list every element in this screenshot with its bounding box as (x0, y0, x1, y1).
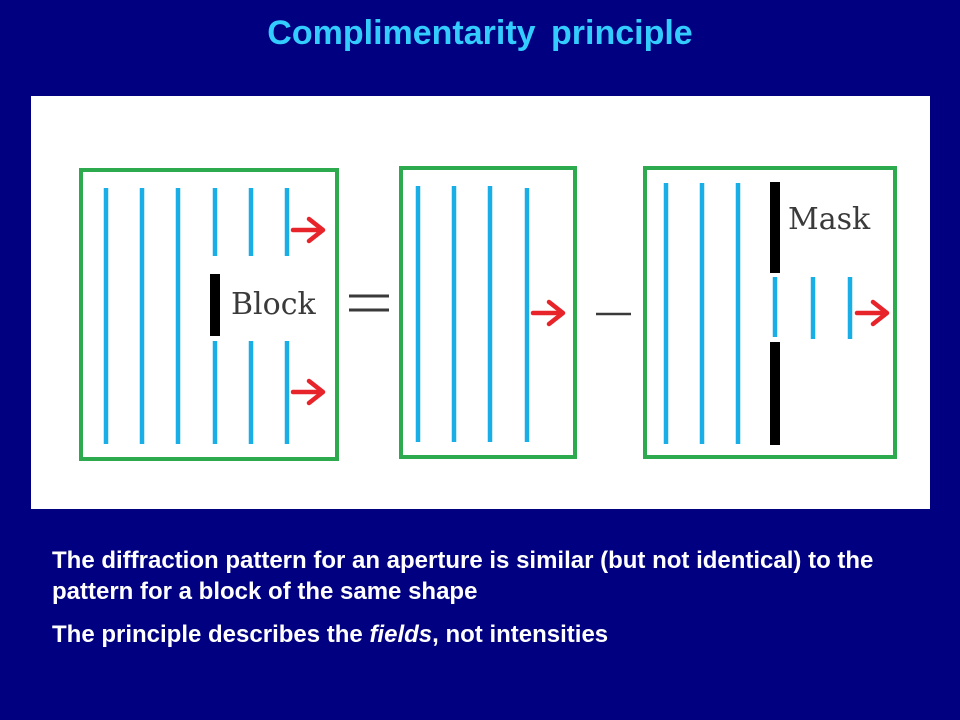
right-arrow-icon (293, 381, 323, 403)
slide-title: Complimentarity principle (267, 14, 693, 52)
caption: The diffraction pattern for an aperture … (52, 545, 932, 650)
minus-sign: — (596, 312, 631, 316)
block-panel-frame (79, 168, 339, 461)
diagram-panel: Block = — (31, 96, 930, 509)
open-wave-panel (399, 166, 577, 459)
right-arrow-icon (293, 219, 323, 241)
minus-sign-text: — (597, 313, 598, 315)
mask-panel-frame (643, 166, 897, 459)
block-obstacle (210, 274, 220, 336)
block-label: Block (231, 287, 317, 322)
block-panel: Block (79, 168, 339, 461)
caption-line-2-prefix: The principle describes the (52, 621, 370, 648)
mask-obstacle-top (770, 182, 780, 273)
caption-line-2: The principle describes the fields, not … (52, 619, 932, 650)
right-arrow-icon (857, 302, 887, 324)
caption-line-2-emphasis: fields (369, 621, 433, 648)
equals-sign: = (349, 294, 389, 312)
right-arrow-icon (533, 302, 563, 324)
mask-label: Mask (788, 202, 871, 237)
mask-obstacle-bottom (770, 342, 780, 445)
complementarity-diagram: Block = — (79, 166, 897, 461)
caption-line-2-suffix: , not intensities (432, 621, 609, 648)
mask-panel: Mask (643, 166, 897, 459)
open-wave-panel-frame (399, 166, 577, 459)
caption-line-1: The diffraction pattern for an aperture … (52, 547, 874, 605)
